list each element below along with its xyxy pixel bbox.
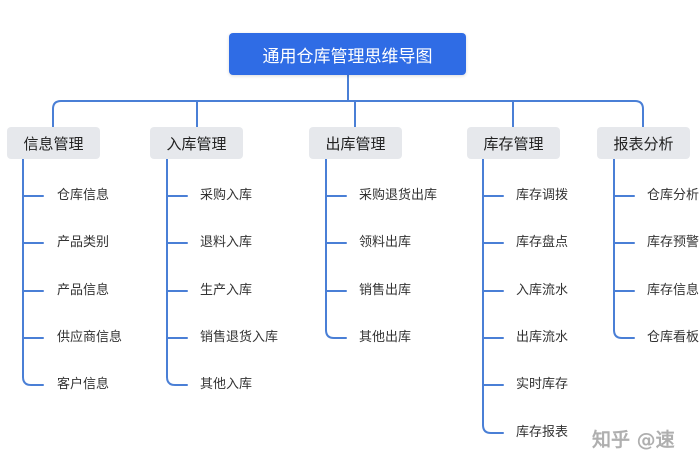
leaf-connector-line — [325, 329, 347, 339]
branch-outbound-management[interactable]: 出库管理 — [309, 127, 402, 159]
leaf-node[interactable]: 产品信息 — [57, 283, 110, 298]
leaf-connector-line — [613, 329, 635, 339]
bus-line — [52, 100, 644, 128]
leaf-node[interactable]: 仓库信息 — [57, 188, 110, 203]
leaf-node[interactable]: 其他出库 — [359, 330, 412, 345]
leaf-node[interactable]: 仓库分析 — [647, 188, 700, 203]
leaf-node[interactable]: 实时库存 — [516, 377, 569, 392]
leaf-node[interactable]: 出库流水 — [516, 330, 569, 345]
leaf-node[interactable]: 领料出库 — [359, 235, 412, 250]
leaf-node[interactable]: 库存信息 — [647, 283, 700, 298]
branch-label: 信息管理 — [23, 134, 84, 153]
branch-label: 报表分析 — [613, 134, 674, 153]
leaf-node[interactable]: 销售出库 — [359, 283, 412, 298]
branch-inventory-management[interactable]: 库存管理 — [467, 127, 560, 159]
leaf-node[interactable]: 退料入库 — [200, 235, 253, 250]
leaf-node[interactable]: 其他入库 — [200, 377, 253, 392]
leaf-node[interactable]: 产品类别 — [57, 235, 110, 250]
leaf-node[interactable]: 客户信息 — [57, 377, 110, 392]
watermark-text: 知乎 @速 — [592, 429, 675, 451]
leaf-node[interactable]: 采购入库 — [200, 188, 253, 203]
leaf-connector-line — [482, 424, 504, 434]
leaf-node[interactable]: 采购退货出库 — [359, 188, 438, 203]
leaf-node[interactable]: 库存预警 — [647, 235, 700, 250]
leaf-node[interactable]: 入库流水 — [516, 283, 569, 298]
leaf-node[interactable]: 仓库看板 — [647, 330, 700, 345]
leaf-connector-line — [166, 376, 188, 386]
branch-label: 出库管理 — [325, 134, 386, 153]
leaf-node[interactable]: 销售退货入库 — [200, 330, 279, 345]
branch-label: 入库管理 — [166, 134, 227, 153]
branch-report-analysis[interactable]: 报表分析 — [597, 127, 690, 159]
leaf-node[interactable]: 库存报表 — [516, 425, 569, 440]
leaf-node[interactable]: 生产入库 — [200, 283, 253, 298]
branch-label: 库存管理 — [483, 134, 544, 153]
root-node[interactable]: 通用仓库管理思维导图 — [229, 33, 466, 75]
leaf-node[interactable]: 库存调拨 — [516, 188, 569, 203]
leaf-node[interactable]: 供应商信息 — [57, 330, 123, 345]
leaf-node[interactable]: 库存盘点 — [516, 235, 569, 250]
branch-inbound-management[interactable]: 入库管理 — [150, 127, 243, 159]
branch-info-management[interactable]: 信息管理 — [7, 127, 100, 159]
leaf-connector-line — [22, 376, 44, 386]
root-title: 通用仓库管理思维导图 — [262, 46, 433, 67]
